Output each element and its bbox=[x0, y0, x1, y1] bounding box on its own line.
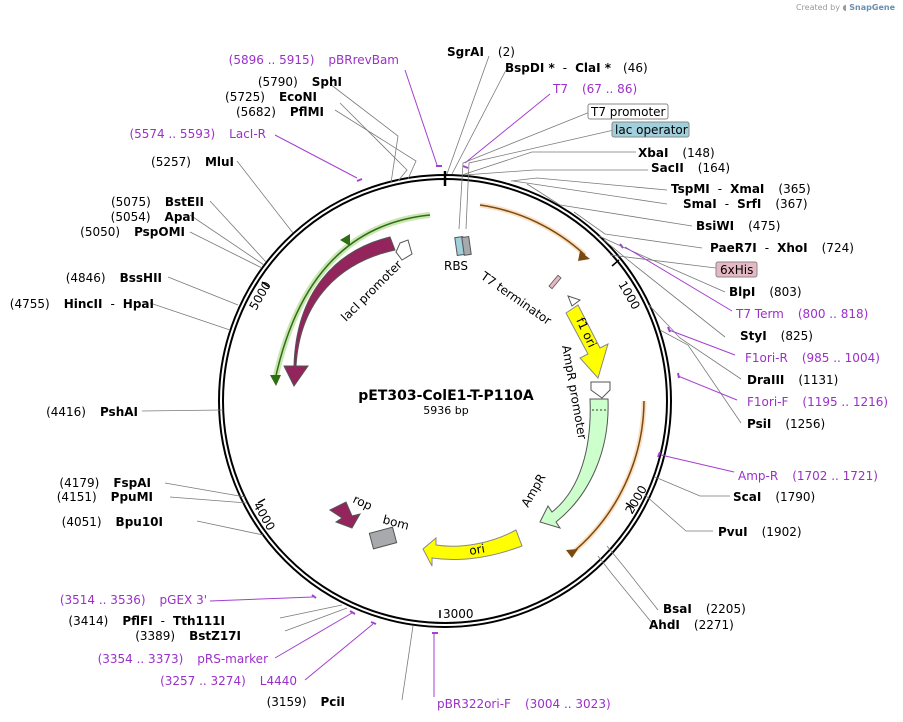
t7-promoter-box bbox=[587, 103, 669, 120]
site-bpu10i: (4051)Bpu10I bbox=[62, 515, 163, 529]
site-ppumi: (4151)PpuMI bbox=[57, 490, 153, 504]
tick-5000 bbox=[261, 281, 270, 288]
site-hincii: (4755)HincII-HpaI bbox=[10, 297, 154, 311]
laci-orf-arrowhead bbox=[270, 375, 281, 386]
laci-promoter-arrow bbox=[395, 239, 413, 261]
site-sphi: (5790)SphI bbox=[258, 75, 342, 89]
tick-label-3000: 3000 bbox=[443, 607, 474, 621]
feature-label-t7terminator: T7 terminator bbox=[477, 268, 554, 327]
site-apai: (5054)ApaI bbox=[111, 210, 195, 224]
primer-pgex3: (3514 .. 3536)pGEX 3' bbox=[60, 593, 207, 607]
feature-label-rop: rop bbox=[351, 492, 375, 513]
site-psii: PsiI(1256) bbox=[747, 417, 825, 431]
site-pflmi: (5682)PflMI bbox=[236, 105, 324, 119]
his6-label-box bbox=[715, 261, 758, 278]
feature-leaders bbox=[458, 111, 717, 269]
primer-ampr: Amp-R(1702 .. 1721) bbox=[738, 469, 878, 483]
feature-label-ori: ori bbox=[468, 541, 486, 557]
site-smai: SmaI-SrfI(367) bbox=[683, 197, 808, 211]
site-pspomi: (5050)PspOMI bbox=[80, 225, 185, 239]
bom-box bbox=[368, 526, 398, 550]
primer-prsmarker: (3354 .. 3373)pRS-marker bbox=[98, 652, 268, 666]
plasmid-name: pET303-ColE1-T-P110A bbox=[358, 388, 534, 404]
primer-t7: T7(67 .. 86) bbox=[552, 82, 637, 96]
site-bspdi: BspDI *-ClaI *(46) bbox=[505, 61, 648, 75]
f1-ori-arrow bbox=[565, 304, 609, 379]
snapgene-logo-icon: ◖ bbox=[842, 3, 847, 12]
site-scai: ScaI(1790) bbox=[733, 490, 815, 504]
site-fspai: (4179)FspAI bbox=[59, 476, 151, 490]
feature-label-his6: 6xHis bbox=[720, 263, 753, 277]
ampr-promoter-arrow bbox=[590, 381, 611, 399]
feature-label-rbs: RBS bbox=[444, 259, 468, 273]
site-sacii: SacII(164) bbox=[651, 161, 730, 175]
primer-f1orir: F1ori-R(985 .. 1004) bbox=[745, 351, 880, 365]
orf-top-arrowhead bbox=[578, 251, 590, 261]
primer-marks bbox=[311, 165, 680, 634]
t7-terminator-arrow bbox=[567, 295, 582, 307]
tick-1000 bbox=[611, 259, 620, 267]
his6-box bbox=[548, 274, 562, 290]
primer-leaders bbox=[209, 69, 738, 697]
site-tspmi: TspMI-XmaI(365) bbox=[671, 182, 811, 196]
primer-lacir: (5574 .. 5593)LacI-R bbox=[129, 127, 266, 141]
site-blpi: BlpI(803) bbox=[729, 285, 802, 299]
rbs-box-2 bbox=[461, 235, 472, 256]
feature-label-t7promoter: T7 promoter bbox=[590, 105, 666, 119]
laci-orf-tail-arrowhead bbox=[340, 234, 350, 246]
site-styi: StyI(825) bbox=[740, 329, 813, 343]
tick-label-2000: 2000 bbox=[622, 483, 649, 516]
orf-right bbox=[571, 400, 645, 554]
primer-pbr322orif: pBR322ori-F(3004 .. 3023) bbox=[437, 697, 611, 711]
feature-label-bom: bom bbox=[381, 512, 410, 532]
site-bstz17i: (3389)BstZ17I bbox=[135, 629, 241, 643]
site-sgrai: SgrAI(2) bbox=[447, 45, 515, 59]
rop-arrow bbox=[329, 501, 362, 529]
snapgene-credit: Created by ◖ SnapGene bbox=[796, 3, 895, 12]
laci-orf bbox=[274, 214, 431, 381]
credit-brand: SnapGene bbox=[849, 3, 895, 12]
tick-4000 bbox=[257, 498, 266, 504]
feature-label-amprgene: AmpR bbox=[518, 471, 548, 509]
lac-operator-box bbox=[611, 121, 690, 138]
site-xbai: XbaI(148) bbox=[638, 146, 715, 160]
credit-prefix: Created by bbox=[795, 3, 840, 12]
tick-2000 bbox=[625, 502, 635, 509]
primer-f1orif: F1ori-F(1195 .. 1216) bbox=[747, 395, 888, 409]
site-draiii: DraIII(1131) bbox=[747, 373, 838, 387]
primer-pbrrevbam: (5896 .. 5915)pBRrevBam bbox=[229, 53, 399, 67]
site-econi: (5725)EcoNI bbox=[225, 90, 317, 104]
site-bsshii: (4846)BssHII bbox=[66, 271, 162, 285]
site-paer7i: PaeR7I-XhoI(724) bbox=[710, 241, 854, 255]
laci-orf-glow bbox=[272, 212, 431, 381]
site-ahdi: AhdI(2271) bbox=[649, 618, 734, 632]
ampr-gene-arrow bbox=[539, 398, 609, 529]
site-pshai: (4416)PshAI bbox=[46, 405, 138, 419]
primer-t7term: T7 Term(800 .. 818) bbox=[735, 307, 868, 321]
plasmid-size: 5936 bp bbox=[423, 404, 468, 417]
site-pcii: (3159)PciI bbox=[267, 695, 345, 709]
site-bsai: BsaI(2205) bbox=[663, 602, 746, 616]
site-bsiwi: BsiWI(475) bbox=[696, 219, 780, 233]
site-leaders bbox=[141, 55, 742, 701]
site-bsteii: (5075)BstEII bbox=[111, 195, 204, 209]
site-pflfi: (3414)PflFI-Tth111I bbox=[68, 614, 225, 628]
orf-top bbox=[479, 204, 586, 256]
ori-arrow bbox=[422, 529, 523, 567]
site-mlui: (5257)MluI bbox=[151, 155, 234, 169]
laci-gene-arrow bbox=[283, 236, 396, 387]
site-pvui: PvuI(1902) bbox=[718, 525, 802, 539]
primer-l4440: (3257 .. 3274)L4440 bbox=[160, 674, 297, 688]
orf-right-arrowhead bbox=[566, 549, 578, 558]
feature-label-lacoperator: lac operator bbox=[615, 123, 688, 137]
